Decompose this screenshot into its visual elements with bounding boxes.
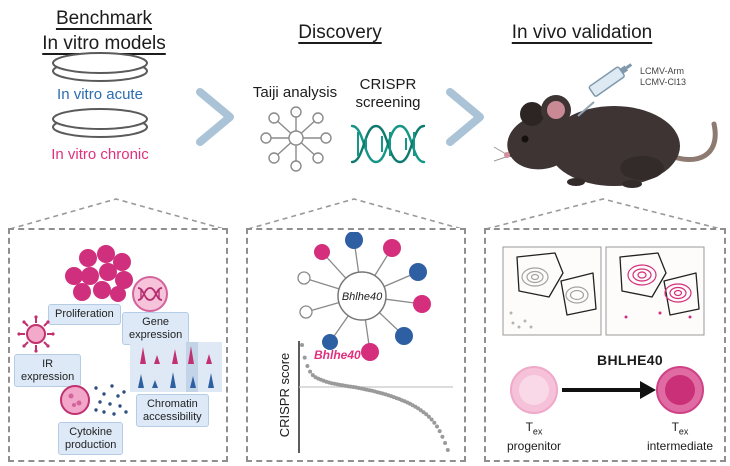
crispr-screening-line2: screening <box>355 94 421 111</box>
crispr-waterfall-dots <box>300 343 450 452</box>
network-hub-gene-label: Bhlhe40 <box>342 291 383 303</box>
network-hub-node <box>337 271 387 321</box>
tex-subscript: ex <box>532 426 543 437</box>
chromatin-accessibility-label: Chromatin accessibility <box>136 394 209 427</box>
gene-expression-icon <box>132 276 168 312</box>
petri-dish-acute-icon <box>52 52 148 82</box>
tex-progenitor-label: Tex progenitor <box>492 420 576 454</box>
mouse-illustration <box>493 63 718 188</box>
lcmv-arm-label: LCMV-Arm <box>640 66 685 76</box>
chromatin-tracks-icon <box>130 342 222 392</box>
dna-helix-icon <box>350 124 426 164</box>
cytokine-line1: Cytokine <box>69 426 113 438</box>
crispr-screening-label: CRISPR screening <box>344 76 432 112</box>
lcmv-cl13-label: LCMV-Cl13 <box>640 77 687 87</box>
header-discovery: Discovery <box>282 20 398 45</box>
syringe-icon <box>577 63 633 117</box>
bhlhe40-gene-label: BHLHE40 <box>597 352 663 368</box>
gene-expression-label: Gene expression <box>122 312 190 345</box>
cytokine-production-label: Cytokine production <box>58 422 124 455</box>
flow-plot-right <box>605 246 705 336</box>
chevron-right-icon <box>196 88 234 146</box>
header-benchmark-line1: Benchmark <box>55 8 153 29</box>
chromatin-line1: Chromatin <box>146 398 198 410</box>
ir-receptor-cell-icon <box>17 315 55 353</box>
panel-benchmark: Proliferation Gene expression <box>8 228 228 462</box>
tex-intermediate-cell-icon <box>656 366 704 414</box>
gene-expression-line1: Gene <box>142 316 170 328</box>
header-benchmark-line2: In vitro models <box>42 33 166 54</box>
network-hub-icon <box>260 106 332 172</box>
in-vitro-acute-label: In vitro acute <box>57 86 143 103</box>
network-node-layer <box>297 232 431 361</box>
in-vitro-chronic-label: In vitro chronic <box>51 146 149 163</box>
bhlhe40-network-diagram: Bhlhe40 <box>297 232 431 361</box>
taiji-analysis-label: Taiji analysis <box>252 84 338 101</box>
header-in-vivo-text: In vivo validation <box>511 22 653 43</box>
gene-expression-line2: expression <box>129 328 183 341</box>
ir-expression-line2: expression <box>21 370 75 383</box>
flow-cytometry-plots <box>502 246 705 336</box>
header-benchmark: Benchmark In vitro models <box>14 6 194 56</box>
proliferation-cells-icon <box>65 245 133 302</box>
header-discovery-text: Discovery <box>298 22 382 43</box>
tex-subscript: ex <box>678 426 689 437</box>
panel-discovery: Bhlhe40 CRISPR score Bhlhe40 <box>246 228 466 462</box>
ir-expression-line1: IR <box>42 358 54 370</box>
tex-intermediate-name: intermediate <box>646 439 714 454</box>
ir-expression-label: IR expression <box>14 354 82 387</box>
cytokine-line2: production <box>65 438 117 451</box>
tex-progenitor-name: progenitor <box>506 439 562 454</box>
tex-progenitor-cell-icon <box>510 366 558 414</box>
petri-dish-chronic-icon <box>52 108 148 138</box>
bhlhe40-highlight-label: Bhlhe40 <box>314 348 361 362</box>
tex-symbol: T <box>525 420 533 434</box>
cytokine-secreting-cell-icon <box>60 384 128 416</box>
chevron-right-icon <box>446 88 484 146</box>
tex-symbol: T <box>671 420 679 434</box>
flow-plot-left <box>502 246 602 336</box>
crispr-waterfall-plot <box>298 341 453 453</box>
tex-intermediate-label: Tex intermediate <box>640 420 720 454</box>
header-in-vivo: In vivo validation <box>492 20 672 45</box>
transition-arrow-icon <box>562 381 656 399</box>
panel-in-vivo: BHLHE40 Tex progenitor Tex intermediate <box>484 228 726 462</box>
proliferation-label: Proliferation <box>48 304 121 325</box>
crispr-screening-line1: CRISPR <box>359 76 417 93</box>
chromatin-line2: accessibility <box>143 410 202 423</box>
